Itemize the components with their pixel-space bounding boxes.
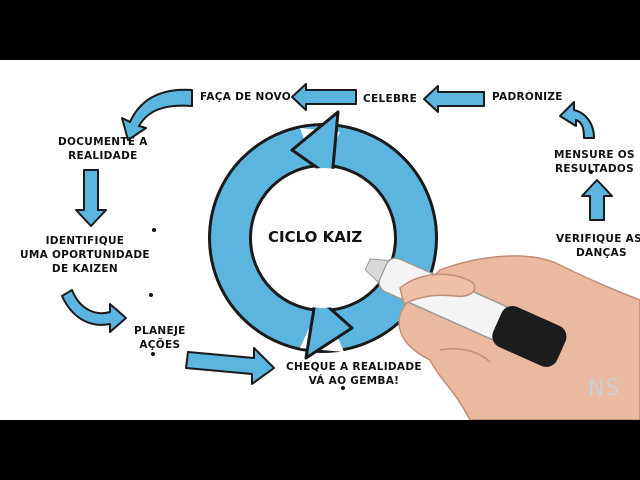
arrow-padronize-to-celebre bbox=[424, 86, 484, 112]
label-documente-a-realidade: DOCUMENTE A REALIDADE bbox=[58, 135, 148, 163]
arrow-planeje-to-cheque bbox=[186, 348, 274, 384]
arrow-faca-to-documente bbox=[122, 90, 192, 140]
brand-logo-text: NS bbox=[588, 376, 620, 401]
label-planeje-acoes: PLANEJE AÇÕES bbox=[134, 324, 186, 352]
label-padronize: PADRONIZE bbox=[492, 90, 563, 104]
center-cycle-title: CICLO KAIZ bbox=[268, 228, 364, 246]
label-verifique-mudancas: VERIFIQUE AS DANÇAS bbox=[556, 232, 640, 260]
whiteboard-canvas: FAÇA DE NOVO CELEBRE PADRONIZE DOCUMENTE… bbox=[0, 60, 640, 420]
arrow-celebre-to-faca bbox=[292, 84, 356, 110]
label-mensure-resultados: MENSURE OS RESULTADOS bbox=[554, 148, 635, 176]
arrow-mensure-to-padronize bbox=[560, 102, 594, 138]
label-cheque-a-realidade: CHEQUE A REALIDADE VÁ AO GEMBA! bbox=[286, 360, 422, 388]
arrow-verifique-to-mensure bbox=[582, 180, 612, 220]
label-identifique-oportunidade: IDENTIFIQUE UMA OPORTUNIDADE DE KAIZEN bbox=[20, 234, 150, 276]
arrow-documente-to-identifique bbox=[76, 170, 106, 226]
label-celebre: CELEBRE bbox=[363, 92, 417, 106]
label-faca-de-novo: FAÇA DE NOVO bbox=[200, 90, 291, 104]
arrow-identifique-to-planeje bbox=[62, 290, 126, 332]
